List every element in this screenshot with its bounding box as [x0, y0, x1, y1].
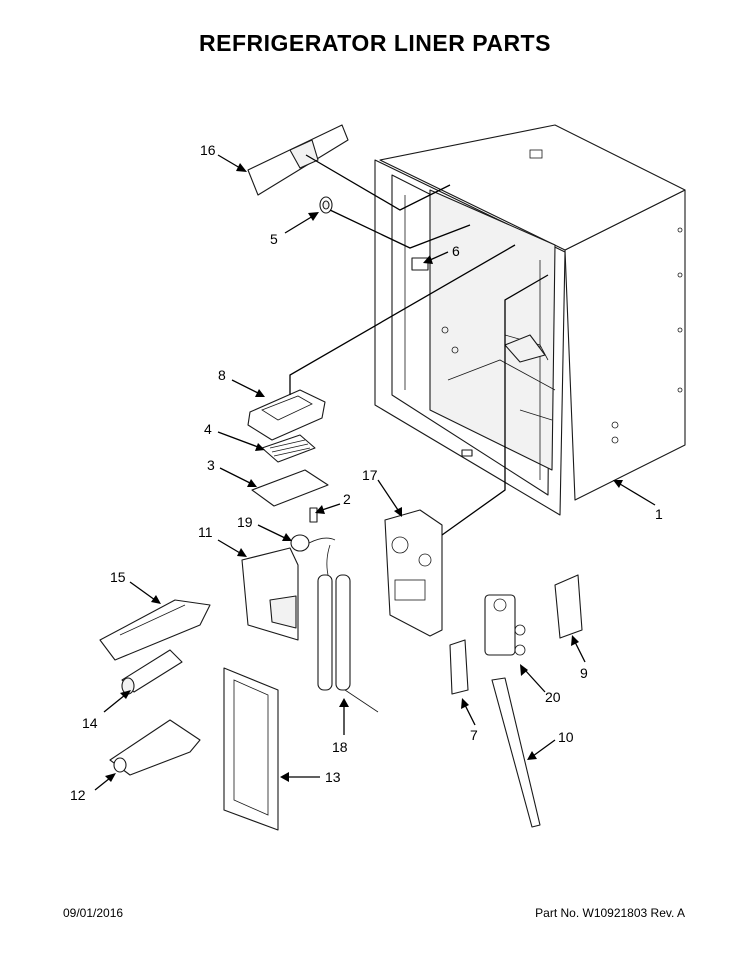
callout-3: 3	[207, 457, 215, 473]
callout-8: 8	[218, 367, 226, 383]
callout-14: 14	[82, 715, 98, 731]
part-16-shelf	[247, 124, 349, 196]
callout-20: 20	[545, 689, 561, 705]
part-15-filter-housing	[99, 599, 211, 661]
refrigerator-liner	[374, 124, 686, 516]
callout-13: 13	[325, 769, 341, 785]
callout-18: 18	[332, 739, 348, 755]
footer-part-number: Part No. W10921803 Rev. A	[535, 906, 685, 920]
callout-4: 4	[204, 421, 212, 437]
part-12-tray	[109, 719, 201, 776]
part-3-cover	[251, 469, 329, 507]
part-2-sensor	[309, 507, 318, 523]
footer-date: 09/01/2016	[63, 906, 124, 920]
callout-9: 9	[580, 665, 588, 681]
callout-17: 17	[362, 467, 378, 483]
part-19-fitting	[290, 534, 336, 552]
callout-6: 6	[452, 243, 460, 259]
callout-15: 15	[110, 569, 126, 585]
part-17-dispenser-housing	[384, 509, 443, 637]
callout-labels: 16 5 6 8 4 3 2 19 11 15 17 1 14 12 13 18…	[70, 142, 663, 803]
callout-5: 5	[270, 231, 278, 247]
callout-2: 2	[343, 491, 351, 507]
part-9-bracket	[554, 574, 583, 639]
part-18-water-tank	[317, 544, 379, 713]
callout-7: 7	[470, 727, 478, 743]
leader-arrows	[94, 154, 656, 791]
callout-12: 12	[70, 787, 86, 803]
callout-11: 11	[198, 524, 213, 540]
part-10-tube	[491, 677, 541, 828]
part-14-filter	[121, 649, 183, 695]
part-20-valve	[484, 594, 526, 656]
part-13-panel	[223, 667, 279, 831]
callout-1: 1	[655, 506, 663, 522]
callout-19: 19	[237, 514, 253, 530]
callout-16: 16	[200, 142, 216, 158]
page-title: REFRIGERATOR LINER PARTS	[199, 30, 551, 56]
part-4-grille	[261, 434, 316, 463]
part-8-housing	[247, 389, 326, 441]
part-7-bracket	[449, 639, 469, 695]
connector-lines	[289, 154, 549, 536]
part-5-knob	[319, 196, 333, 214]
part-11-bracket	[241, 547, 299, 641]
part-6-clip	[411, 257, 429, 271]
callout-10: 10	[558, 729, 574, 745]
